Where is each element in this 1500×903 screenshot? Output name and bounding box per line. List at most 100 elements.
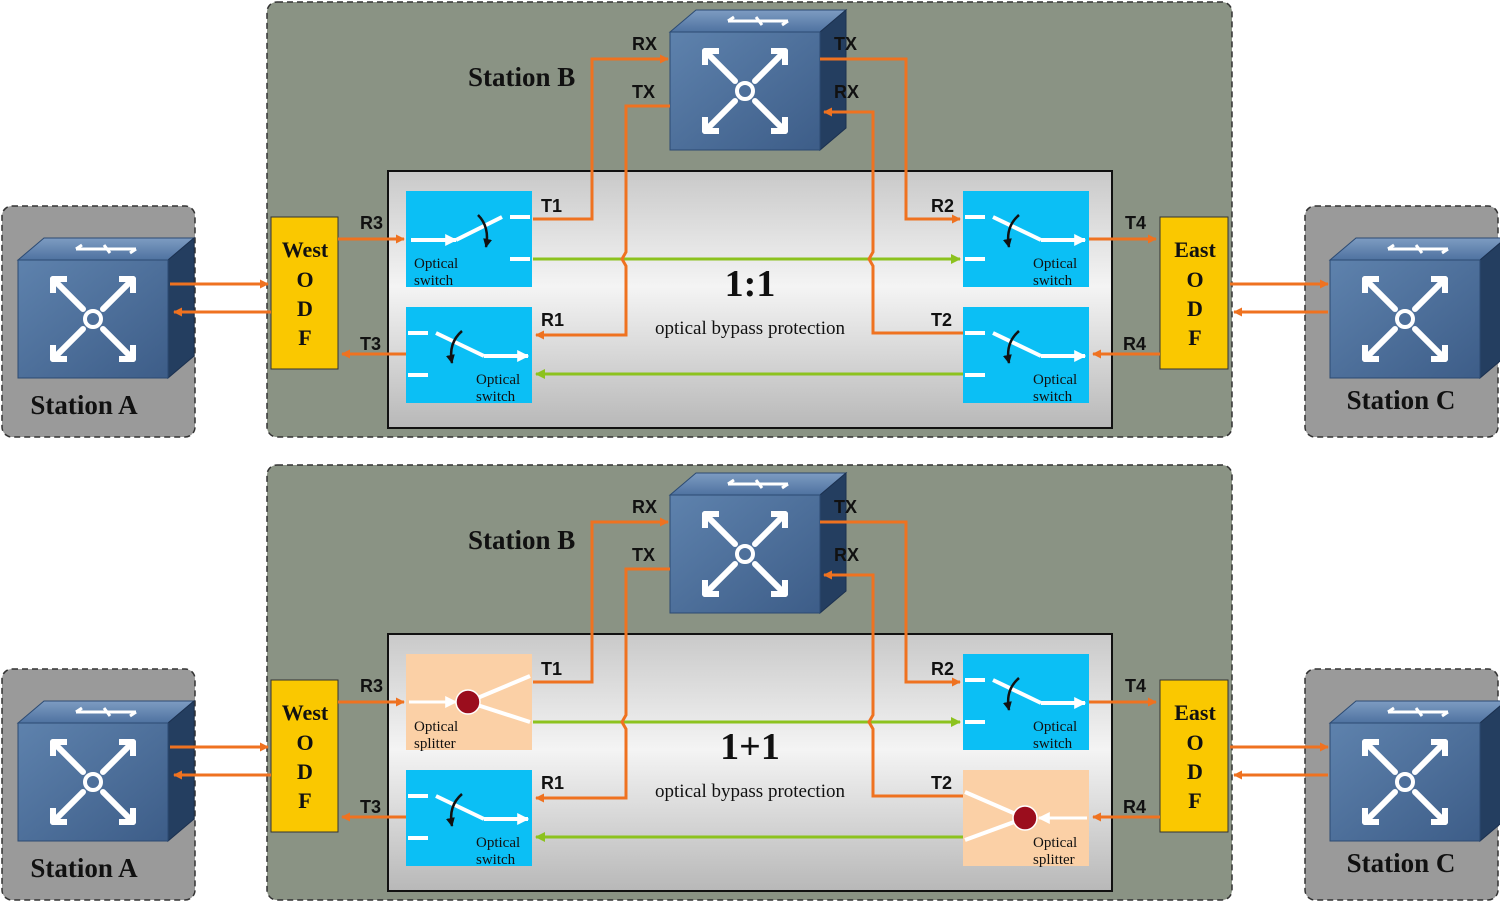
device-top-emblem	[1387, 243, 1449, 255]
splitter-dot-icon	[455, 689, 481, 715]
west-odf-label: F	[298, 788, 311, 813]
port-label-tx_mid: TX	[632, 82, 655, 102]
device-arm	[752, 511, 788, 547]
switch-rotation-arrow	[446, 330, 463, 364]
switch-blade	[992, 331, 1042, 358]
protection-title: 1:1	[725, 263, 776, 305]
device-side	[167, 236, 195, 380]
module-label-line1: Optical	[1033, 256, 1077, 272]
device-front	[1329, 722, 1481, 842]
device-arm	[752, 561, 788, 597]
station-c-label: Station C	[1347, 848, 1456, 878]
device-side	[819, 8, 847, 152]
station-c-device-icon	[1328, 700, 1500, 843]
device-arm	[1412, 276, 1448, 312]
west-odf-label: O	[296, 730, 313, 755]
switch-rotation-arrow	[477, 214, 492, 248]
device-arm	[752, 98, 788, 134]
device-arm	[1412, 789, 1448, 825]
port-label-tx_top: TX	[834, 497, 857, 517]
protection-title: 1+1	[720, 726, 780, 768]
device-arrowhead	[771, 511, 788, 528]
device-center-ring	[735, 81, 755, 101]
station-a-label: Station A	[30, 853, 138, 883]
device-arrowhead	[702, 48, 719, 65]
switch-rotation-arrow	[1003, 214, 1020, 248]
switch-rotation-arrow	[1003, 677, 1020, 711]
device-arrowhead	[1431, 739, 1448, 756]
port-label-r3: R3	[360, 676, 383, 696]
device-arrowhead	[702, 580, 719, 597]
device-arrowhead	[1431, 276, 1448, 293]
device-side	[167, 699, 195, 843]
device-top-emblem	[1387, 706, 1449, 718]
station-a-device-icon	[16, 236, 196, 380]
east-odf-label: D	[1187, 759, 1203, 784]
device-arm	[1412, 739, 1448, 775]
west-odf-label: West	[282, 700, 329, 725]
west-odf-label: O	[296, 267, 313, 292]
port-label-tx_top: TX	[834, 34, 857, 54]
fiber-tx-to-r2	[820, 520, 961, 687]
switch-blade	[435, 794, 485, 821]
fiber-t2-to-rx	[823, 570, 963, 798]
device-arrowhead	[1362, 276, 1379, 293]
module-label-line2: switch	[1033, 736, 1073, 752]
fiber-tx-to-r1	[535, 567, 670, 803]
station-b-label: Station B	[468, 62, 575, 92]
east-odf-box	[1159, 216, 1229, 370]
port-label-t1: T1	[541, 659, 562, 679]
switch-rotation-arrow	[1003, 330, 1020, 364]
device-front	[669, 31, 821, 151]
east-odf-label: East	[1174, 700, 1216, 725]
device-arm	[702, 98, 738, 134]
device-front	[1329, 259, 1481, 379]
device-arm	[702, 48, 738, 84]
device-side	[819, 471, 847, 615]
port-label-r1: R1	[541, 773, 564, 793]
station-c-label: Station C	[1347, 385, 1456, 415]
module-label-line2: splitter	[1033, 852, 1075, 868]
module-label-line2: switch	[1033, 273, 1073, 289]
switch-blade	[455, 215, 503, 242]
port-label-t2: T2	[931, 310, 952, 330]
protection-subtitle: optical bypass protection	[655, 318, 845, 339]
fiber-tx-to-r1	[535, 104, 670, 340]
device-arrowhead	[1362, 808, 1379, 825]
station-a-device-icon	[16, 699, 196, 843]
device-arrowhead	[702, 511, 719, 528]
device-arm	[100, 326, 136, 362]
module-label-line1: Optical	[1033, 719, 1077, 735]
west-odf-label: D	[297, 759, 313, 784]
switch-blade	[435, 331, 485, 358]
device-arm	[50, 739, 86, 775]
device-arrowhead	[1362, 345, 1379, 362]
device-arm	[100, 276, 136, 312]
device-arm	[1362, 276, 1398, 312]
module-label-line1: Optical	[476, 372, 520, 388]
device-front	[17, 259, 169, 379]
port-label-r4: R4	[1123, 334, 1146, 354]
device-arrowhead	[119, 345, 136, 362]
device-top-emblem	[727, 478, 789, 490]
device-center-ring	[1395, 772, 1415, 792]
device-center-ring	[735, 544, 755, 564]
device-arm	[702, 511, 738, 547]
west-odf-label: D	[297, 296, 313, 321]
port-label-t3: T3	[360, 334, 381, 354]
port-label-rx_mid: RX	[834, 545, 859, 565]
device-arrowhead	[119, 739, 136, 756]
fiber-t2-to-rx	[823, 107, 963, 335]
fiber-t1-to-rx	[533, 54, 669, 221]
east-odf-label: O	[1186, 267, 1203, 292]
east-odf-label: F	[1188, 788, 1201, 813]
device-front	[17, 722, 169, 842]
port-label-r2: R2	[931, 659, 954, 679]
device-arrowhead	[50, 808, 67, 825]
